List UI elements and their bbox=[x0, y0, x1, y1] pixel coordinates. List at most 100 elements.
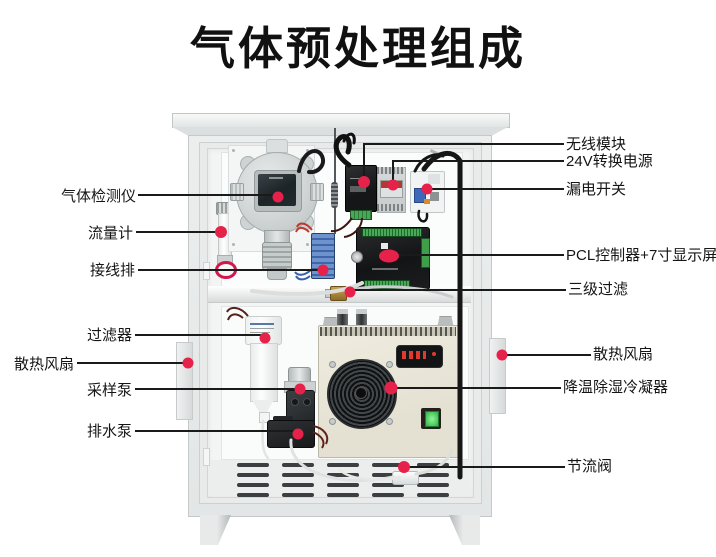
condenser-fitting bbox=[356, 309, 367, 332]
filter-label-line bbox=[250, 328, 274, 329]
louver-slat bbox=[417, 473, 449, 477]
callout-line-sampling-pump bbox=[135, 388, 301, 390]
plc-terminal-top bbox=[362, 228, 422, 237]
callout-label-throttle-valve: 节流阀 bbox=[567, 458, 613, 475]
marker-drain-pump bbox=[292, 428, 304, 440]
detector-sensor-tip bbox=[267, 268, 287, 280]
louver-slat bbox=[417, 463, 449, 467]
louver-slat bbox=[372, 493, 404, 497]
drain-pump-ridge bbox=[273, 416, 293, 422]
breaker-detail bbox=[428, 174, 440, 184]
marker-wireless-module bbox=[358, 176, 370, 188]
callout-elbow-wireless-module bbox=[363, 143, 365, 182]
display-led bbox=[432, 352, 436, 356]
breaker-qr bbox=[430, 192, 439, 201]
louver-slat bbox=[282, 473, 314, 477]
callout-line-cooling-fan-right bbox=[502, 354, 591, 356]
louver-slat bbox=[237, 463, 269, 467]
marker-flow-meter bbox=[215, 226, 227, 238]
antenna-coil bbox=[331, 182, 338, 208]
marker-plc-controller bbox=[379, 249, 399, 263]
antenna-rod bbox=[334, 128, 336, 234]
callout-line-filter bbox=[135, 334, 266, 336]
pump-bolt bbox=[291, 398, 299, 406]
display-digits bbox=[402, 351, 426, 359]
marker-throttle-valve bbox=[398, 461, 410, 473]
detector-sensor-cylinder bbox=[262, 242, 292, 270]
callout-label-terminal-block: 接线排 bbox=[89, 262, 135, 279]
filter-label-line bbox=[250, 323, 274, 325]
callout-line-gas-detector bbox=[138, 194, 279, 196]
callout-line-cooling-fan-left bbox=[77, 362, 189, 364]
marker-cooling-fan-right bbox=[496, 349, 508, 361]
module-sticker bbox=[350, 186, 366, 192]
fan-screw bbox=[329, 418, 336, 425]
plc-chip bbox=[381, 243, 388, 249]
callout-line-terminal-block bbox=[138, 269, 324, 271]
callout-line-wireless-module bbox=[364, 143, 564, 145]
louver-slat bbox=[327, 493, 359, 497]
callout-label-cooling-fan-right: 散热风扇 bbox=[593, 346, 654, 363]
callout-line-condenser bbox=[391, 387, 561, 389]
detector-brand-line bbox=[269, 177, 283, 179]
callout-elbow-power-converter bbox=[392, 160, 394, 185]
marker-gas-detector bbox=[272, 191, 284, 203]
louver-slat bbox=[327, 463, 359, 467]
louver-slat bbox=[282, 463, 314, 467]
louver-slat bbox=[372, 473, 404, 477]
callout-line-three-stage-filter bbox=[350, 289, 566, 291]
filter-label-line bbox=[250, 332, 270, 333]
marker-condenser bbox=[384, 381, 398, 395]
power-switch bbox=[425, 411, 439, 427]
callout-label-condenser: 降温除湿冷凝器 bbox=[563, 379, 669, 396]
callout-line-drain-pump bbox=[135, 430, 299, 432]
callout-label-wireless-module: 无线模块 bbox=[566, 136, 627, 153]
plc-terminal-bottom bbox=[364, 280, 410, 289]
marker-sampling-pump bbox=[294, 383, 306, 395]
door-hinge bbox=[203, 262, 210, 280]
callout-line-leakage-switch bbox=[427, 188, 564, 190]
fan-screw bbox=[329, 361, 336, 368]
plc-label-line bbox=[372, 268, 398, 270]
marker-cooling-fan-left bbox=[182, 357, 194, 369]
louver-slat bbox=[282, 493, 314, 497]
filter-outlet bbox=[259, 412, 270, 423]
callout-line-throttle-valve bbox=[404, 466, 565, 468]
detector-port-left bbox=[230, 183, 244, 201]
marker-leakage-switch bbox=[421, 183, 433, 195]
callout-label-drain-pump: 排水泵 bbox=[86, 423, 132, 440]
louver-slat bbox=[327, 483, 359, 487]
louver-slat bbox=[417, 483, 449, 487]
plc-bnc-connector bbox=[351, 251, 363, 263]
callout-label-leakage-switch: 漏电开关 bbox=[566, 181, 627, 198]
detector-port-right bbox=[310, 183, 324, 201]
marker-filter bbox=[259, 332, 271, 344]
fan-screw bbox=[386, 361, 393, 368]
breaker-indicator bbox=[424, 199, 430, 204]
louver-slat bbox=[237, 493, 269, 497]
page-title: 气体预处理组成 bbox=[189, 23, 526, 74]
louver-slat bbox=[237, 473, 269, 477]
callout-label-sampling-pump: 采样泵 bbox=[86, 382, 132, 399]
louver-slat bbox=[327, 473, 359, 477]
marker-three-stage-filter bbox=[344, 286, 356, 298]
louver-slat bbox=[372, 483, 404, 487]
callout-label-flow-meter: 流量计 bbox=[87, 225, 133, 242]
callout-label-three-stage-filter: 三级过滤 bbox=[568, 281, 629, 298]
callout-line-flow-meter bbox=[136, 231, 222, 233]
callout-label-filter: 过滤器 bbox=[86, 327, 132, 344]
psu-terminals-top bbox=[377, 167, 404, 174]
callout-label-cooling-fan-left: 散热风扇 bbox=[13, 356, 74, 373]
marker-terminal-block bbox=[317, 264, 329, 276]
condenser-fitting bbox=[337, 309, 348, 332]
louver-slat bbox=[237, 483, 269, 487]
callout-line-power-converter bbox=[393, 160, 564, 162]
marker-power-converter bbox=[387, 179, 399, 191]
door-hinge bbox=[203, 448, 210, 466]
callout-line-plc-controller bbox=[389, 254, 564, 256]
callout-label-power-converter: 24V转换电源 bbox=[566, 153, 653, 170]
psu-terminals-bottom bbox=[377, 204, 404, 211]
fan-screw bbox=[386, 418, 393, 425]
louver-slat bbox=[417, 493, 449, 497]
